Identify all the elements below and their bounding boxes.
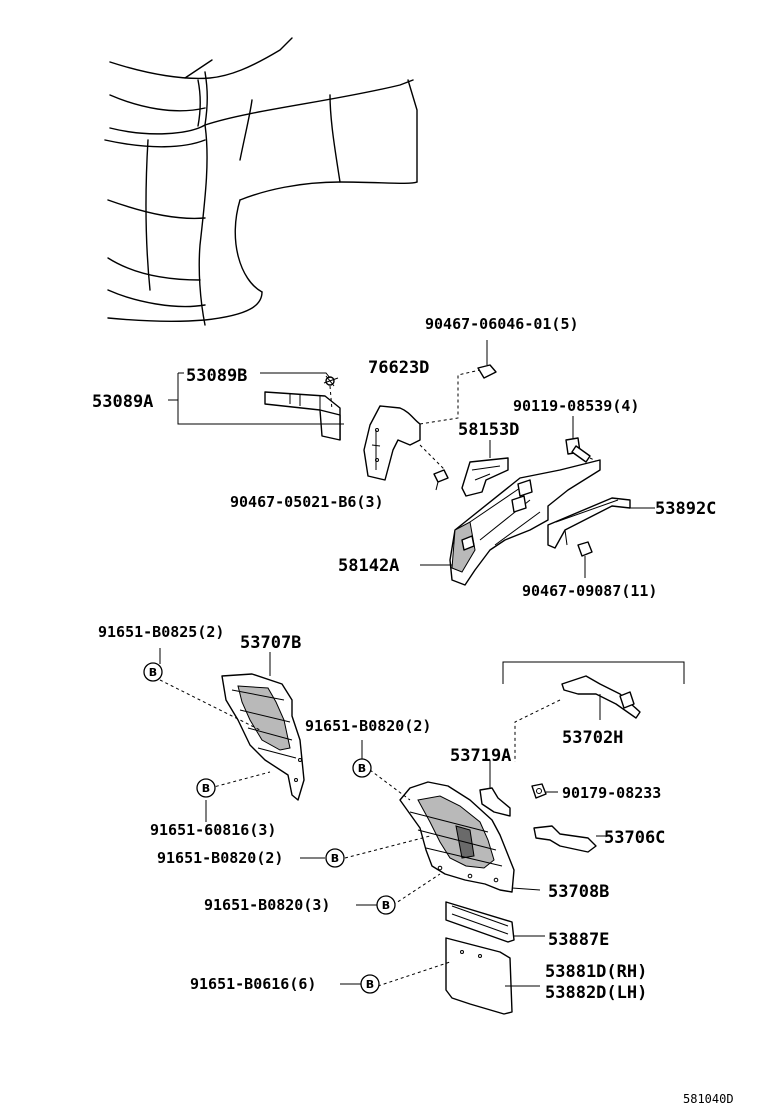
- clip-marker-2: B: [196, 778, 216, 798]
- clip-marker-6: B: [360, 974, 380, 994]
- label-58142A: 58142A: [338, 556, 399, 576]
- diagram-id: 581040D: [683, 1092, 734, 1106]
- label-91651-B0820-a: 91651-B0820(2): [305, 717, 431, 735]
- label-53892C: 53892C: [655, 499, 716, 519]
- label-91651-B0820-c: 91651-B0820(3): [204, 896, 330, 914]
- shield-53708B: [399, 781, 541, 893]
- svg-text:B: B: [202, 782, 210, 795]
- svg-text:B: B: [366, 978, 374, 991]
- label-53707B: 53707B: [240, 633, 301, 653]
- clip-marker-5: B: [376, 895, 396, 915]
- clip-90467-05021: [433, 469, 449, 491]
- label-90119-08539: 90119-08539(4): [513, 397, 639, 415]
- label-91651-B0616: 91651-B0616(6): [190, 975, 316, 993]
- arm-53702H: [514, 675, 641, 762]
- label-53706C: 53706C: [604, 828, 665, 848]
- bracket-53706C: [533, 825, 610, 853]
- clip-90467-09087: [577, 541, 593, 578]
- label-90179-08233: 90179-08233: [562, 784, 661, 802]
- mudguard-76623D: [363, 369, 481, 481]
- shield-53707B: [221, 652, 305, 801]
- clip-90467-06046: [477, 340, 497, 379]
- label-53702H: 53702H: [562, 728, 623, 748]
- nut-90179-08233: [531, 783, 558, 799]
- label-53719A: 53719A: [450, 746, 511, 766]
- label-91651-B0820-b: 91651-B0820(2): [157, 849, 283, 867]
- dashed-leaders: [159, 372, 451, 987]
- clip-marker-3: B: [352, 758, 372, 778]
- vehicle-body-outline: [104, 37, 418, 326]
- group-bracket-53702H: [502, 661, 685, 684]
- mudflap-53881D-53882D: [445, 937, 540, 1015]
- bracket-53089: [264, 375, 341, 441]
- bracket-53719A: [479, 760, 511, 817]
- label-53089B: 53089B: [186, 366, 247, 386]
- svg-text:B: B: [382, 899, 390, 912]
- label-53089A: 53089A: [92, 392, 153, 412]
- frame-58142A: [420, 459, 601, 586]
- label-90467-05021: 90467-05021-B6(3): [230, 493, 384, 511]
- svg-text:B: B: [149, 666, 157, 679]
- label-91651-60816: 91651-60816(3): [150, 821, 276, 839]
- strip-53887E: [445, 901, 545, 943]
- label-58153D: 58153D: [458, 420, 519, 440]
- svg-text:B: B: [331, 852, 339, 865]
- label-53882D: 53882D(LH): [545, 983, 647, 1003]
- label-76623D: 76623D: [368, 358, 429, 378]
- clip-marker-1: B: [143, 662, 163, 682]
- clip-marker-4: B: [325, 848, 345, 868]
- label-53881D: 53881D(RH): [545, 962, 647, 982]
- label-90467-09087: 90467-09087(11): [522, 582, 657, 600]
- rail-53892C: [547, 497, 655, 549]
- bolt-90119-08539: [565, 416, 601, 464]
- label-53887E: 53887E: [548, 930, 609, 950]
- svg-text:B: B: [358, 762, 366, 775]
- label-90467-06046: 90467-06046-01(5): [425, 315, 579, 333]
- label-53708B: 53708B: [548, 882, 609, 902]
- label-91651-B0825: 91651-B0825(2): [98, 623, 224, 641]
- part-labels: 90467-06046-01(5) 53089B 76623D 53089A 9…: [92, 315, 734, 1106]
- bracket-58153D: [461, 440, 509, 497]
